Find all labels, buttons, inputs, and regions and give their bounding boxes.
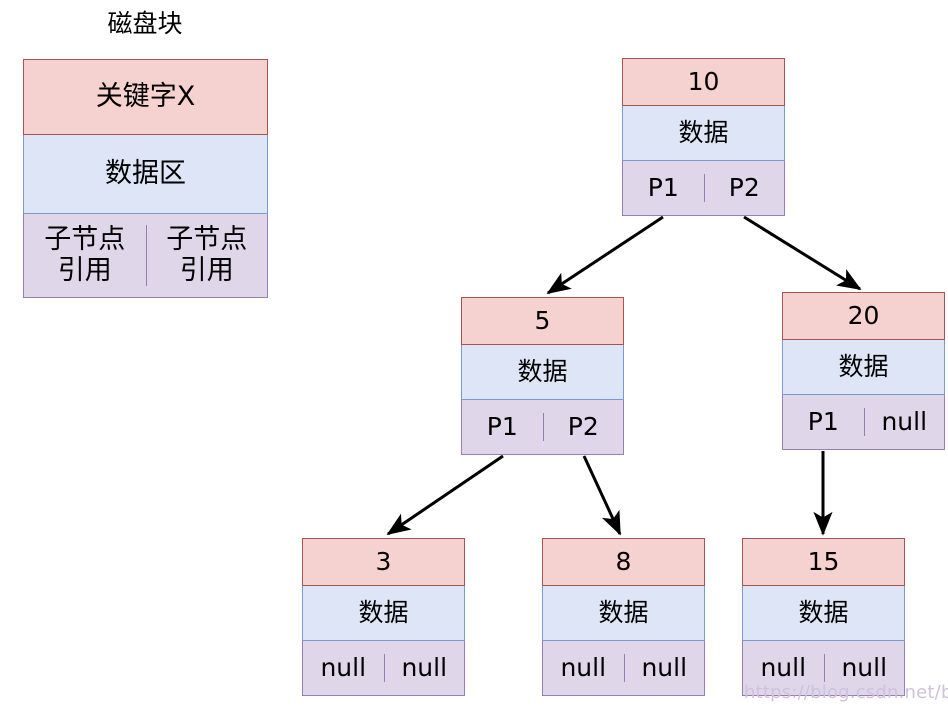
edge-node5-p1-to-node3 [386,454,504,536]
edge-root-p1-to-node5 [546,215,664,295]
legend-pointer-left: 子节点 引用 [44,224,126,286]
node-pointer-row: P1 P2 [622,161,785,216]
node-data: 数据 [461,345,624,400]
node-pointer-row: null null [302,641,465,696]
tree-node-20: 20 数据 P1 null [782,292,945,450]
node-pointer-left: P1 [807,407,839,436]
node-key: 8 [542,538,705,586]
edge-node5-p2-to-node8 [582,455,622,536]
edge-root-p2-to-node20 [743,215,862,291]
legend-disk-block: 关键字X 数据区 子节点 引用 子节点 引用 [23,59,268,298]
node-pointer-right: P2 [703,174,785,202]
node-pointer-right: null [823,654,905,682]
node-key: 3 [302,538,465,586]
node-pointer-right: P2 [542,413,624,441]
node-key: 20 [782,292,945,340]
node-key: 10 [622,58,785,106]
tree-node-3: 3 数据 null null [302,538,465,696]
node-pointer-left: null [560,653,607,682]
node-pointer-row: null null [542,641,705,696]
node-pointer-right: null [623,654,705,682]
node-pointer-right: null [863,408,945,436]
node-key: 15 [742,538,905,586]
node-pointer-left: null [320,653,367,682]
node-data: 数据 [622,106,785,161]
node-pointer-left: null [760,653,807,682]
node-data: 数据 [782,340,945,395]
legend-pointer-right: 子节点 引用 [145,225,268,286]
node-pointer-left: P1 [647,173,679,202]
tree-node-5: 5 数据 P1 P2 [461,297,624,455]
tree-node-15: 15 数据 null null [742,538,905,696]
node-pointer-row: P1 null [782,395,945,450]
node-pointer-right: null [383,654,465,682]
node-data: 数据 [742,586,905,641]
node-key: 5 [461,297,624,345]
tree-node-root-10: 10 数据 P1 P2 [622,58,785,216]
node-data: 数据 [302,586,465,641]
legend-data-row: 数据区 [23,135,268,214]
node-pointer-row: P1 P2 [461,400,624,455]
node-pointer-left: P1 [486,412,518,441]
legend-pointer-row: 子节点 引用 子节点 引用 [23,214,268,298]
node-pointer-row: null null [742,641,905,696]
legend-title: 磁盘块 [107,9,183,38]
node-data: 数据 [542,586,705,641]
tree-node-8: 8 数据 null null [542,538,705,696]
legend-key-row: 关键字X [23,59,268,135]
